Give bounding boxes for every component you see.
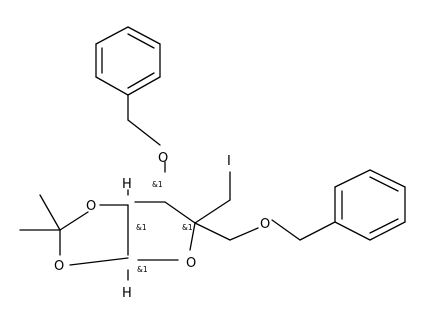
ch2bn-ring-bond (299, 221, 336, 241)
stereo-label-c6a: &1 (137, 265, 148, 274)
obottom-c6a-bond (69, 257, 129, 266)
top-benzene-ring (95, 26, 161, 96)
o-ch2bn-bond (271, 219, 301, 241)
c5-oring-bond (189, 222, 196, 251)
c4-c5-bond (164, 201, 196, 224)
atom-o-dioxolane-bottom: O (54, 259, 64, 274)
atom-h-bottom: H (122, 286, 132, 301)
atom-h-top: H (122, 177, 132, 192)
stereo-label-c5: &1 (182, 223, 193, 232)
atom-o-benzyloxy-top: O (158, 151, 168, 166)
right-benzene-ring (334, 169, 406, 241)
otop-cme2-bond (59, 211, 89, 231)
stereo-label-c3a: &1 (136, 223, 147, 232)
c5-ch2o-bond (194, 222, 231, 241)
ch2o-o-bond (229, 227, 259, 241)
atom-o-ring: O (186, 256, 196, 271)
ch2-o-bond (127, 119, 161, 146)
atom-iodine: I (227, 154, 231, 169)
atom-o-side-chain: O (260, 217, 270, 232)
stereo-label-c4: &1 (152, 180, 163, 189)
cme2-methyl2-bond (39, 194, 61, 231)
atom-o-dioxolane-top: O (86, 199, 96, 214)
c5-ch2i-bond (194, 199, 231, 224)
